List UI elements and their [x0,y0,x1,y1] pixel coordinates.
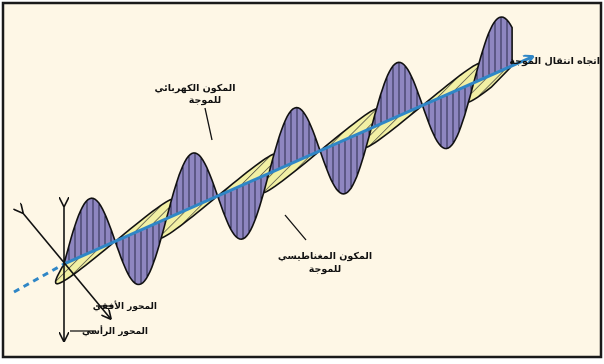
electric-component-label-line1: المكون الكهربائي [155,83,236,94]
propagation-direction-label: اتجاه انتقال الموجة [509,56,600,67]
horizontal-axis-label: المحور الأفقي [93,300,157,312]
magnetic-component-label-line1: المكون المغناطيسي [278,251,372,262]
vertical-axis-label: المحور الرأسي [82,325,148,337]
magnetic-component-label-line2: للموجة [309,264,341,275]
electric-component-label-line2: للموجة [189,95,221,106]
